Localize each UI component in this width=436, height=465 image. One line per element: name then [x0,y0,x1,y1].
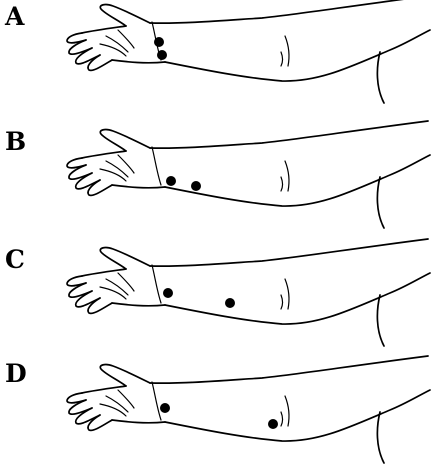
panel-label: B [5,127,26,156]
panel-a: A [4,0,430,103]
injection-site [166,176,176,186]
injection-site [154,37,164,47]
injection-site [191,181,201,191]
panel-d: D [5,356,430,463]
panel-b: B [5,121,430,228]
injection-site [163,288,173,298]
injection-site [268,419,278,429]
injection-site [225,298,235,308]
injection-site [160,403,170,413]
panel-label: C [5,245,25,274]
injection-site [157,50,167,60]
panel-label: A [4,2,25,31]
panel-label: D [5,359,27,388]
panel-c: C [5,239,430,346]
